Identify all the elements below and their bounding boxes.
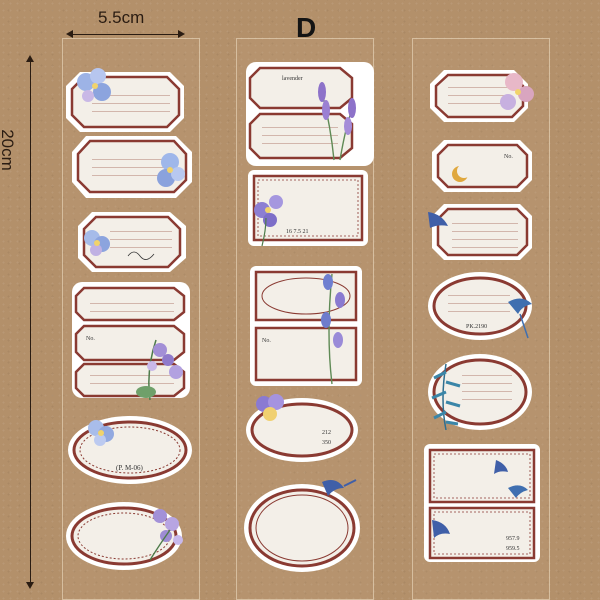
pansy-icon: [256, 394, 284, 421]
sticker-code-text: 16 7.5 21: [286, 229, 309, 235]
flower-bouquet-icon: [149, 509, 183, 561]
width-dimension-line: [70, 34, 180, 35]
lavender-icon: [318, 82, 356, 161]
bellflower-icon: [321, 273, 345, 385]
height-dimension-line: [30, 60, 31, 585]
sticker-code-text: 957.9: [506, 536, 520, 542]
sticker-lavender-text: lavender: [282, 76, 303, 82]
sticker-stacked-labels: [72, 282, 190, 398]
bird-icon: [508, 298, 532, 339]
sticker-octagon-label: [78, 212, 186, 272]
sticker-code-text: (P. M-06): [116, 464, 144, 472]
sticker-octagon-label: [430, 70, 528, 122]
sticker-oval-label: [428, 272, 532, 340]
width-arrow-left: [66, 30, 73, 38]
flower-icon: [157, 153, 185, 187]
flower-icon: [77, 68, 111, 102]
sticker-number-text: No.: [262, 338, 271, 344]
sticker-oval-label: [68, 416, 192, 484]
fern-leaf-icon: [431, 363, 461, 431]
bird-icon: [322, 479, 357, 496]
sticker-double-rect-label: [424, 444, 540, 562]
sticker-code-text: 959.5: [506, 546, 520, 552]
sticker-oval-label: [66, 502, 182, 570]
sticker-oval-label: [244, 484, 360, 572]
sticker-double-octagon-label: [246, 62, 374, 166]
bird-icon: [432, 460, 528, 538]
flower-icon: [84, 230, 110, 256]
flower-icon: [88, 420, 114, 446]
sticker-rect-label: [248, 170, 368, 246]
sticker-number-text: No.: [86, 336, 95, 342]
flower-icon: [500, 73, 534, 110]
width-label: 5.5cm: [98, 8, 145, 27]
sticker-oval-label: [428, 354, 532, 430]
sticker-code-text: 350: [322, 440, 331, 446]
flower-bouquet-icon: [136, 339, 183, 401]
sticker-octagon-label: [432, 140, 532, 192]
moon-icon: [452, 164, 471, 182]
sticker-stacked-rect-labels: [250, 266, 362, 386]
height-arrow-down: [26, 582, 34, 589]
flower-icon: [254, 195, 283, 247]
height-arrow-up: [26, 55, 34, 62]
sticker-octagon-label: [432, 204, 532, 260]
sticker-code-text: PK.2190: [466, 324, 487, 330]
width-arrow-right: [178, 30, 185, 38]
sticker-number-text: No.: [504, 154, 513, 160]
variant-letter: D: [296, 12, 317, 43]
sticker-code-text: 212: [322, 430, 331, 436]
bird-icon: [428, 212, 448, 228]
